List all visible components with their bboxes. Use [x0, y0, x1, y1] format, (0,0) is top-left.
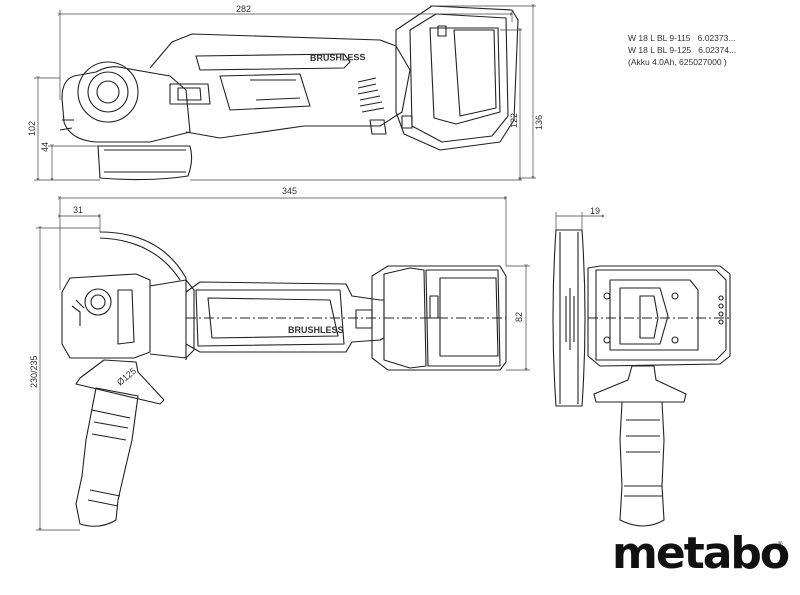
- top-view: [59, 5, 519, 181]
- side-view: [61, 231, 507, 527]
- dim-side-height: 230/235: [29, 355, 39, 388]
- model-name-1: W 18 L BL 9-115: [628, 33, 691, 43]
- dim-side-battery-height: 82: [514, 312, 524, 322]
- dim-top-height-body: 122: [509, 113, 519, 128]
- front-view-dimensions: [555, 212, 604, 230]
- top-view-dimensions: [34, 6, 536, 180]
- registered-mark: ®: [778, 542, 783, 548]
- size-mark: Ø125: [115, 366, 138, 388]
- dim-front-width: 19: [590, 206, 600, 216]
- dim-top-length: 282: [236, 4, 251, 14]
- brushless-label-top: BRUSHLESS: [310, 52, 366, 63]
- dim-top-height-disc: 44: [40, 142, 50, 152]
- dim-top-height-total: 136: [534, 115, 544, 130]
- model-info: W 18 L BL 9-115 6.02373... W 18 L BL 9-1…: [628, 32, 736, 68]
- dim-side-length: 345: [282, 186, 297, 196]
- side-view-dimensions: [36, 196, 530, 530]
- model-code-2: 6.02374...: [698, 45, 737, 55]
- battery-note: (Akku 4.0Ah, 625027000 ): [628, 57, 727, 67]
- brushless-label-side: BRUSHLESS: [288, 325, 344, 335]
- brand-logo: metabo: [612, 528, 790, 579]
- model-code-1: 6.02373...: [697, 33, 736, 43]
- dim-side-offset: 31: [73, 205, 83, 215]
- model-line-1: W 18 L BL 9-115 6.02373...: [628, 32, 736, 44]
- model-name-2: W 18 L BL 9-125: [628, 45, 692, 55]
- front-view: [552, 229, 731, 527]
- dim-top-height-head: 102: [27, 121, 37, 136]
- model-line-2: W 18 L BL 9-125 6.02374...: [628, 44, 736, 56]
